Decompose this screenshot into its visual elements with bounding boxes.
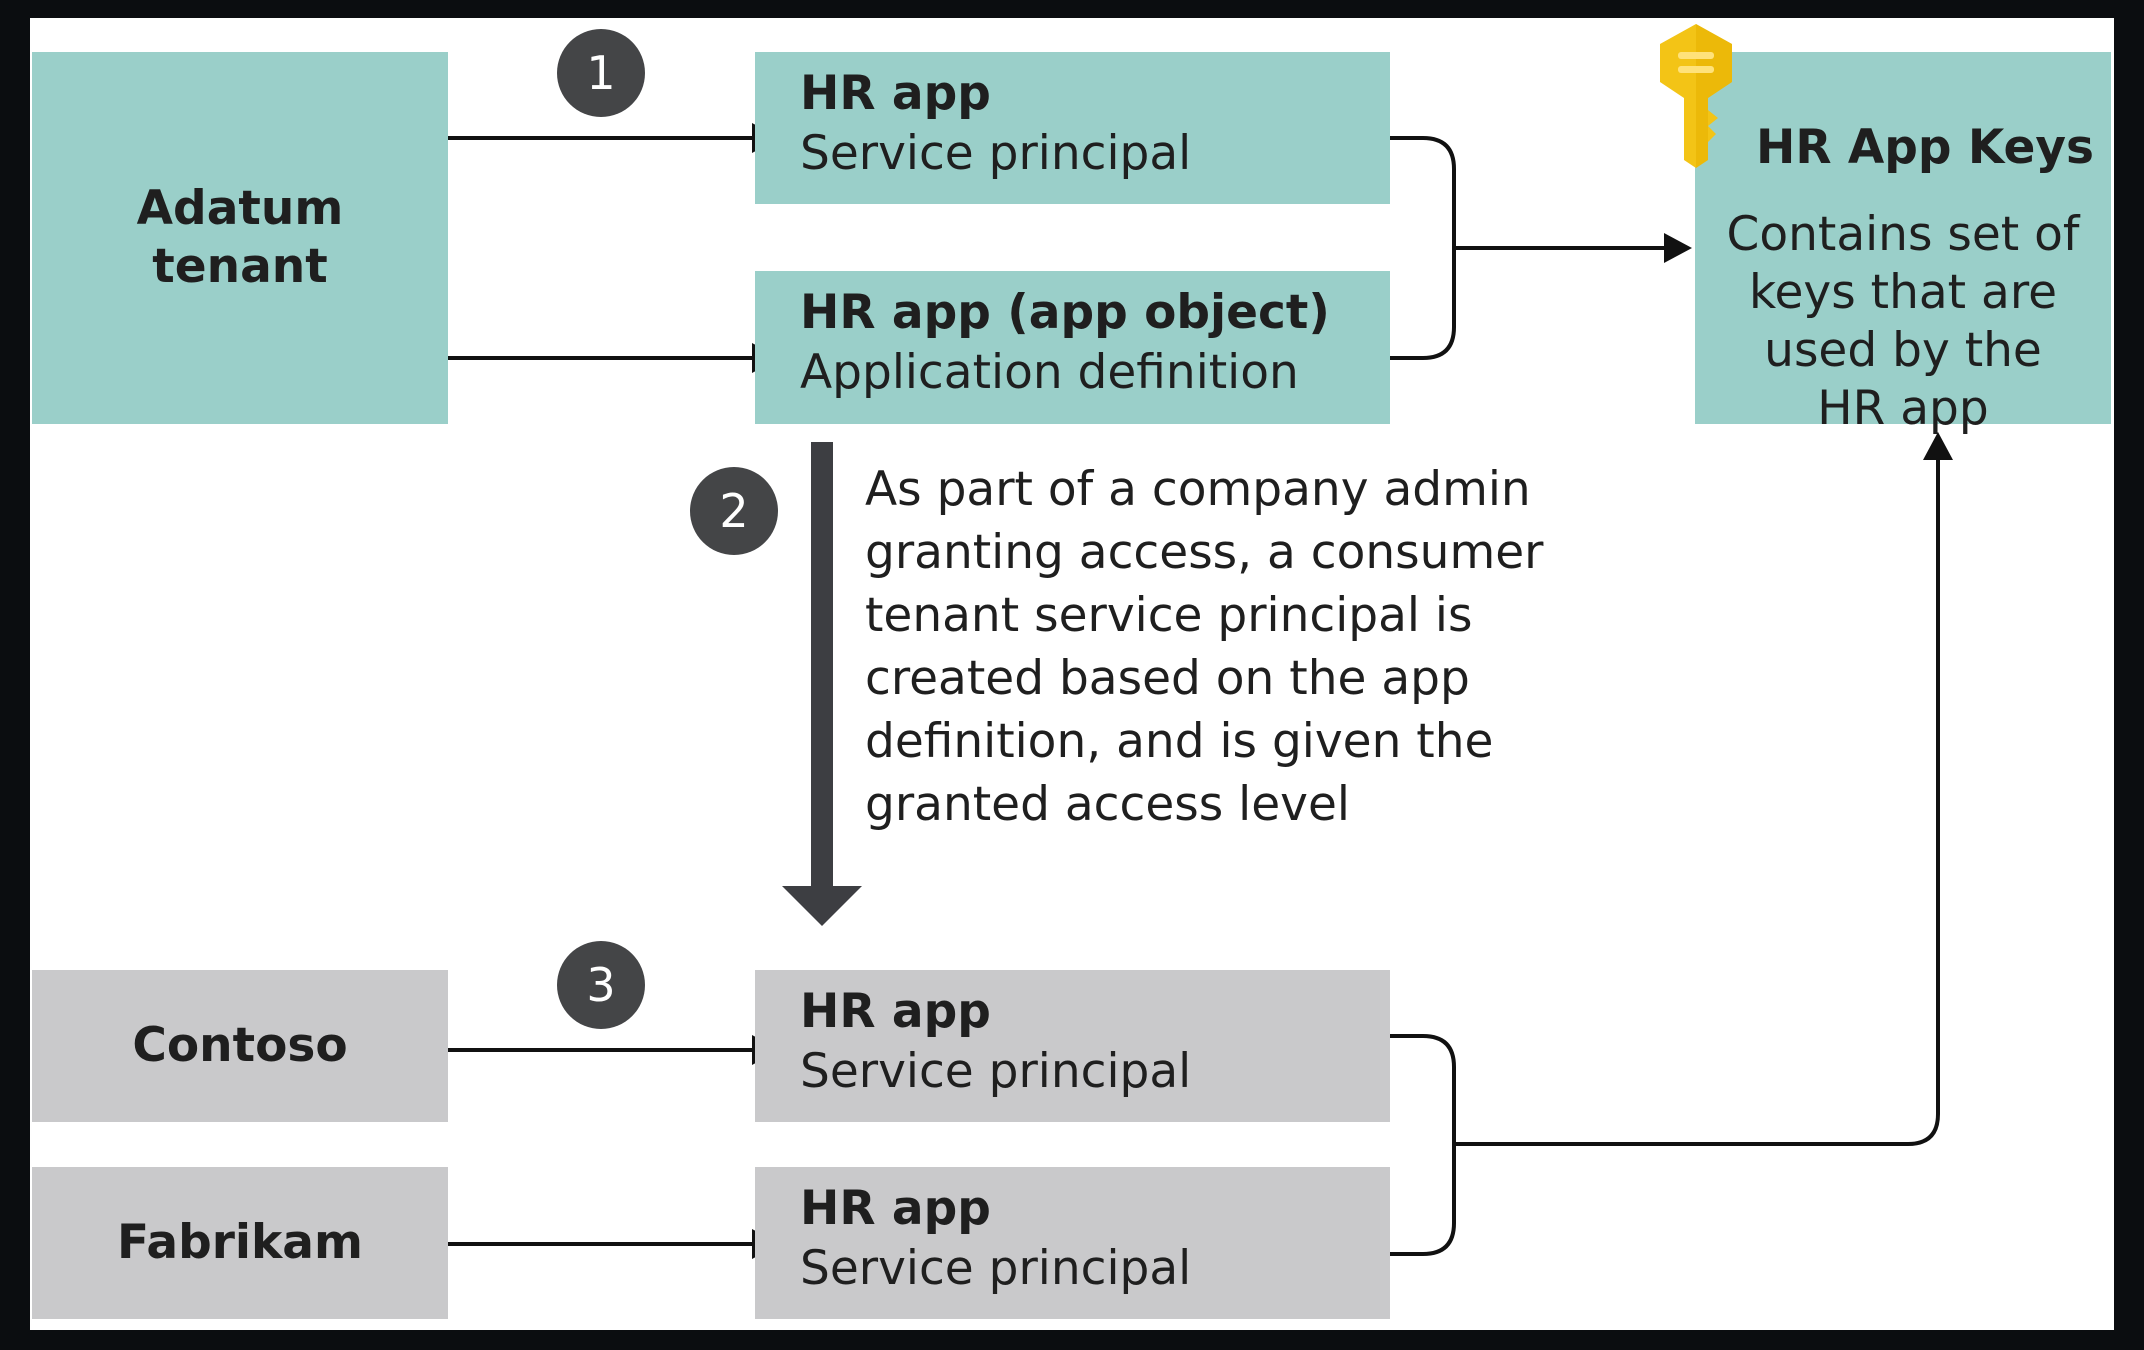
hr-app-object-box: HR app (app object) Application definiti… <box>755 271 1390 424</box>
step-badge-1: 1 <box>557 29 645 117</box>
hr-app-keys-box: HR App Keys Contains set of keys that ar… <box>1695 52 2111 436</box>
key-icon <box>1660 24 1732 168</box>
step-2-description-line: granted access level <box>865 777 1350 832</box>
arrow-consumers-to-keys <box>1454 458 1940 1146</box>
step-2-description-line: As part of a company admin <box>865 462 1531 517</box>
keys-title: HR App Keys <box>1756 120 2094 175</box>
arrowhead <box>1923 432 1953 460</box>
app-box-subtitle: Service principal <box>800 1241 1192 1296</box>
adatum-tenant-box: Adatum tenant <box>32 52 448 424</box>
app-box-title: HR app (app object) <box>800 285 1330 340</box>
diagram-panel: Adatum tenant 1 HR app Service principal… <box>30 18 2114 1330</box>
step-2-description-line: definition, and is given the <box>865 714 1494 769</box>
adatum-tenant-label: Adatum tenant <box>32 52 448 424</box>
adatum-label-line: Adatum <box>136 181 344 236</box>
step-2-description-line: granting access, a consumer <box>865 525 1544 580</box>
keys-description-line: used by the <box>1764 323 2042 378</box>
hr-app-service-principal-box: HR app Service principal <box>755 52 1390 204</box>
provision-arrow-shaft <box>811 442 833 892</box>
step-2-description-line: created based on the app <box>865 651 1470 706</box>
keys-description-line: keys that are <box>1748 265 2058 320</box>
fabrikam-tenant-box: Fabrikam <box>32 1167 448 1319</box>
provision-arrowhead <box>782 886 862 926</box>
step-badge-2: 2 <box>690 467 778 555</box>
contoso-hr-app-service-principal-box: HR app Service principal <box>755 970 1390 1122</box>
arrowhead <box>1664 233 1692 263</box>
app-box-subtitle: Service principal <box>800 1044 1192 1099</box>
app-box-subtitle: Application definition <box>800 345 1299 400</box>
app-box-title: HR app <box>800 984 991 1039</box>
bracket-consumer-apps-to-keys <box>1388 1034 1456 1256</box>
keys-description-line: HR app <box>1817 381 1989 436</box>
keys-description: Contains set of keys that are used by th… <box>1705 206 2101 438</box>
keys-description-line: Contains set of <box>1726 207 2080 262</box>
bracket-adatum-apps-to-keys <box>1388 136 1456 360</box>
step-2-description: As part of a company admin granting acce… <box>865 458 1565 836</box>
fabrikam-label: Fabrikam <box>117 1215 363 1270</box>
fabrikam-hr-app-service-principal-box: HR app Service principal <box>755 1167 1390 1319</box>
contoso-tenant-box: Contoso <box>32 970 448 1122</box>
step-badge-3: 3 <box>557 941 645 1029</box>
app-box-title: HR app <box>800 1181 991 1236</box>
app-box-subtitle: Service principal <box>800 126 1192 181</box>
adatum-label-line: tenant <box>152 239 328 294</box>
step-2-description-line: tenant service principal is <box>865 588 1473 643</box>
contoso-label: Contoso <box>132 1018 348 1073</box>
app-box-title: HR app <box>800 66 991 121</box>
